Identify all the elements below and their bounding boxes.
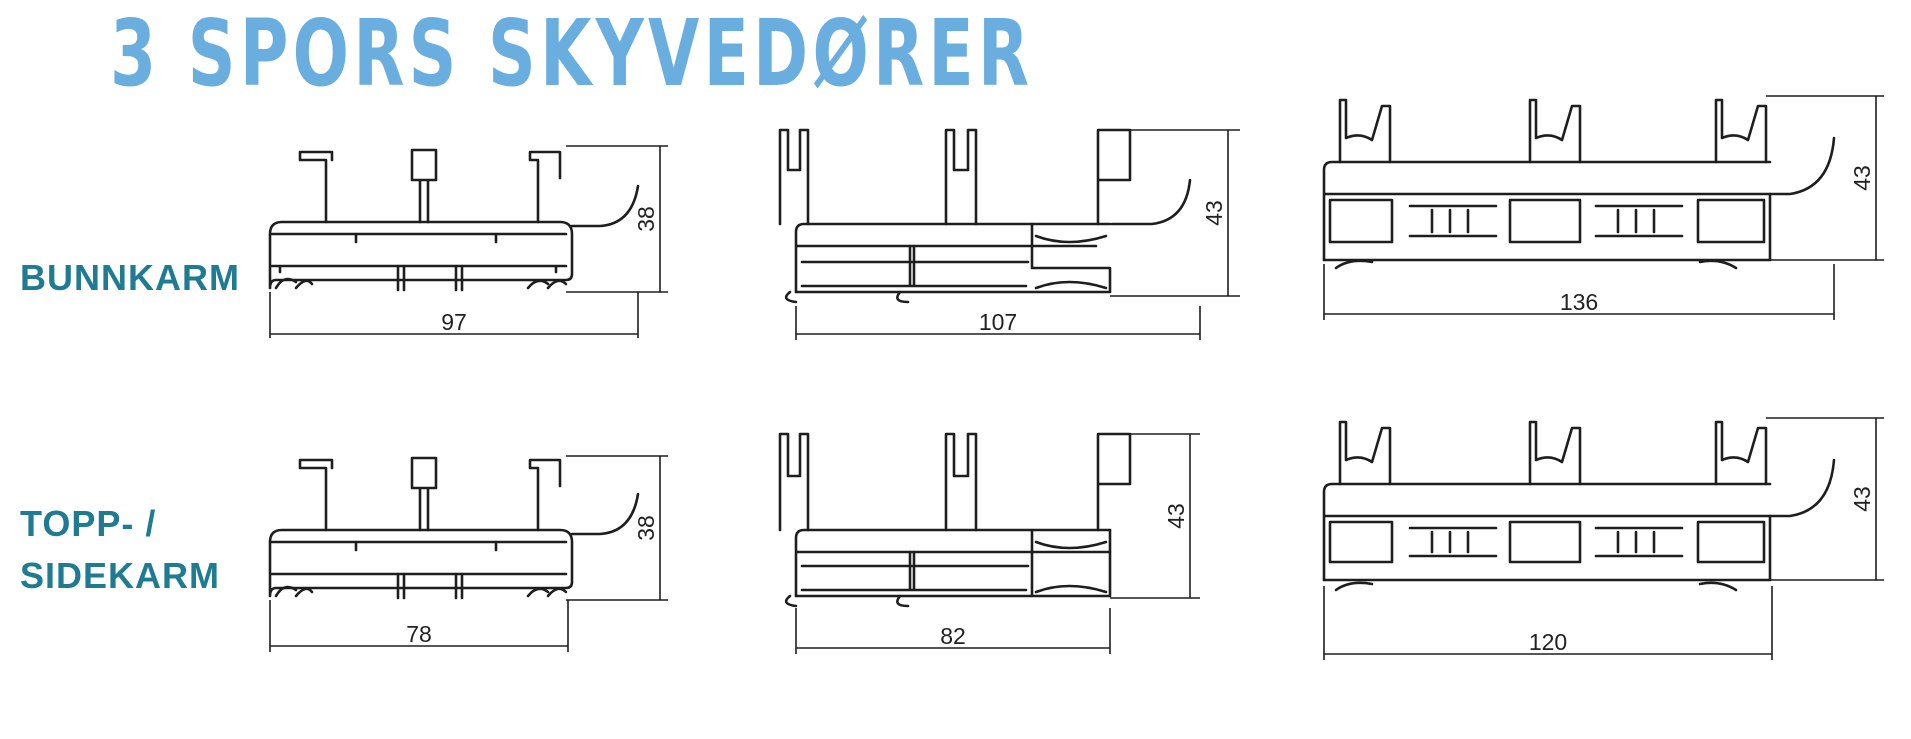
width-label: 136 — [1560, 289, 1598, 315]
row-label-bunnkarm-text: BUNNKARM — [20, 257, 240, 298]
profile-shape — [778, 128, 1192, 304]
row-label-topp-sidekarm: TOPP- / SIDEKARM — [20, 498, 220, 602]
width-label: 78 — [406, 621, 432, 647]
height-label: 43 — [1849, 165, 1875, 191]
height-label: 43 — [1163, 503, 1189, 529]
row-label-bunnkarm: BUNNKARM — [20, 252, 240, 304]
dimension-lines — [269, 145, 668, 338]
dimension-lines — [795, 433, 1200, 654]
width-label: 107 — [979, 309, 1017, 335]
page-title: 3 SPORS SKYVEDØRER — [110, 0, 1034, 107]
profile-shape — [268, 148, 640, 292]
profile-shape — [268, 456, 640, 600]
dimension-lines — [1323, 95, 1884, 320]
profile-bottom-136 — [1322, 95, 1884, 320]
profile-top-82 — [778, 432, 1200, 654]
profile-top-120 — [1322, 417, 1884, 660]
height-label: 43 — [1201, 200, 1227, 226]
width-label: 82 — [940, 623, 966, 649]
width-label: 97 — [441, 309, 467, 335]
height-label: 38 — [633, 206, 659, 232]
height-label: 38 — [633, 515, 659, 541]
profile-shape — [778, 432, 1132, 608]
width-label: 120 — [1529, 629, 1567, 655]
height-label: 43 — [1849, 486, 1875, 512]
dimension-lines — [1323, 417, 1884, 660]
profile-bottom-107 — [778, 128, 1240, 340]
dimension-lines — [795, 129, 1240, 340]
profile-bottom-97 — [268, 145, 668, 338]
profile-shape — [1322, 420, 1836, 592]
profile-shape — [1322, 98, 1836, 270]
row-label-topp-line: TOPP- / — [20, 503, 157, 544]
row-label-sidekarm-line: SIDEKARM — [20, 555, 221, 597]
dimension-lines — [269, 455, 668, 652]
profile-top-78 — [268, 455, 668, 652]
